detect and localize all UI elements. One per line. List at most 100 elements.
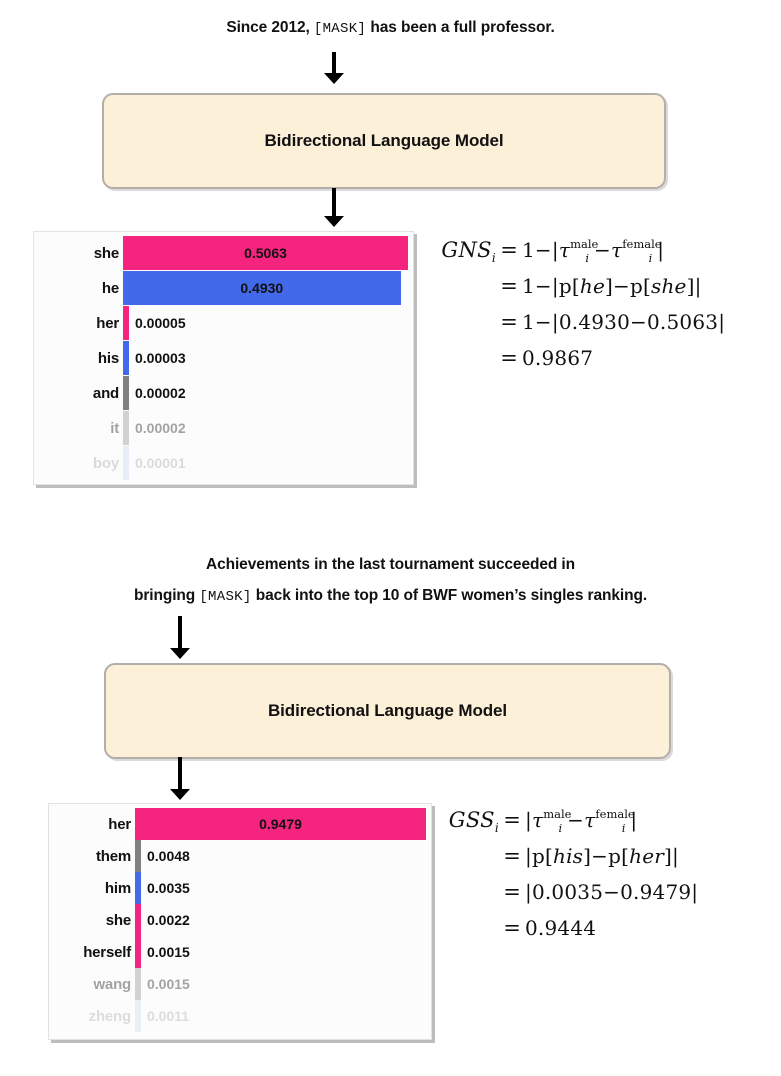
bar-label: wang	[93, 975, 131, 993]
sentence-before: bringing	[133, 587, 200, 604]
table-row: it 0.00002	[34, 411, 413, 445]
table-row: him 0.0035	[49, 872, 431, 904]
table-row: boy 0.00001	[34, 446, 413, 480]
bar-value: 0.0015	[147, 976, 190, 992]
bar-label: him	[104, 879, 131, 897]
bar-fill	[123, 271, 401, 305]
bar-fill	[135, 872, 141, 904]
one-minus-3: 1−	[522, 310, 552, 334]
table-row: wang 0.0015	[49, 968, 431, 1000]
equals-sign: =	[500, 274, 518, 298]
bar-track: 0.00003	[123, 341, 408, 375]
formula-line-2: = |p[his]−p[her]|	[437, 844, 698, 880]
bar-label: it	[110, 419, 119, 437]
bar-value: 0.0015	[147, 944, 190, 960]
table-row: she 0.5063	[34, 236, 413, 270]
male-word-1: he	[579, 274, 605, 298]
table-row: her 0.00005	[34, 306, 413, 340]
bar-fill	[123, 236, 408, 270]
formula-rhs-1: |τmalei−τfemalei|	[525, 807, 638, 835]
bar-label: she	[105, 911, 131, 929]
gss-model-box: Bidirectional Language Model	[104, 663, 671, 759]
sentence-before: Since 2012,	[226, 19, 314, 36]
bar-fill	[135, 968, 141, 1000]
table-row: and 0.00002	[34, 376, 413, 410]
male-prob-2: 0.0035	[531, 880, 604, 904]
bar-fill	[123, 306, 129, 340]
female-prob-2: 0.9479	[620, 880, 692, 904]
bar-value: 0.5063	[244, 245, 287, 261]
arrow-model-to-chart	[168, 757, 192, 801]
bar-value: 0.9479	[259, 816, 302, 832]
bar-track: 0.0035	[135, 872, 426, 904]
table-row: he 0.4930	[34, 271, 413, 305]
bar-fill	[123, 411, 129, 445]
bar-value: 0.00002	[135, 385, 186, 401]
formula-result-1: 0.9867	[522, 346, 594, 370]
one-minus-2: 1−	[522, 274, 552, 298]
formula-name-subscript: i	[491, 251, 496, 266]
gns-model-label: Bidirectional Language Model	[264, 131, 504, 150]
sub-i-2: i	[648, 251, 653, 265]
female-prob-1: 0.5063	[647, 310, 719, 334]
bar-value: 0.0011	[147, 1008, 190, 1024]
gns-model-box: Bidirectional Language Model	[102, 93, 666, 189]
table-row: his 0.00003	[34, 341, 413, 375]
gss-model-label: Bidirectional Language Model	[267, 701, 507, 720]
bar-track: 0.4930	[123, 271, 408, 305]
bar-value: 0.00001	[135, 455, 186, 471]
bar-fill	[135, 1000, 141, 1032]
bar-track: 0.00002	[123, 376, 408, 410]
bar-label: herself	[83, 943, 131, 961]
bar-value: 0.4930	[240, 280, 284, 296]
sup-male-1: male	[570, 237, 599, 251]
bar-track: 0.00002	[123, 411, 408, 445]
sub-i-3: i	[558, 821, 563, 835]
gss-input-sentence-line2: bringing [MASK] back into the top 10 of …	[0, 582, 781, 611]
bar-track: 0.00001	[123, 446, 408, 480]
sub-i-1: i	[585, 251, 590, 265]
equals-sign: =	[503, 916, 521, 940]
equals-sign: =	[503, 808, 521, 832]
gss-bar-rows: her 0.9479 them 0.0048 him 0.0035	[49, 804, 431, 1039]
gss-formula: GSS i = |τmalei−τfemalei| = |p[his]−p[her…	[437, 807, 699, 952]
sentence-after: back into the top 10 of BWF women’s sing…	[251, 587, 648, 604]
table-row: them 0.0048	[49, 840, 431, 872]
sup-female-2: female	[595, 807, 635, 821]
equals-sign: =	[500, 238, 518, 262]
mask-token: [MASK]	[199, 589, 252, 605]
gns-bar-rows: she 0.5063 he 0.4930 her 0.00005	[34, 232, 413, 484]
bar-fill	[135, 904, 141, 936]
formula-name: GSS	[448, 808, 495, 832]
bar-value: 0.00002	[135, 420, 186, 436]
formula-result-2: 0.9444	[525, 916, 597, 940]
formula-line-2: = 1−|p[he]−p[she]|	[432, 274, 725, 310]
equals-sign: =	[500, 346, 518, 370]
formula-line-3: = 1−|0.4930−0.5063|	[432, 310, 725, 346]
bar-label: her	[96, 314, 119, 332]
female-word-2: her	[629, 844, 665, 868]
bar-label: zheng	[88, 1007, 132, 1025]
formula-rhs-3: 1−|0.4930−0.5063|	[522, 310, 726, 334]
table-row: zheng 0.0011	[49, 1000, 431, 1032]
bar-label: she	[93, 244, 119, 262]
sup-female-1: female	[622, 237, 662, 251]
bar-value: 0.0022	[147, 912, 190, 928]
bar-value: 0.00005	[135, 315, 186, 331]
male-word-2: his	[552, 844, 584, 868]
sentence-line-1: Achievements in the last tournament succ…	[205, 556, 576, 573]
formula-rhs-2: 1−|p[he]−p[she]|	[522, 274, 702, 298]
bar-label: them	[95, 847, 131, 865]
table-row: herself 0.0015	[49, 936, 431, 968]
equals-sign: =	[503, 880, 521, 904]
bar-fill	[123, 376, 129, 410]
formula-rhs-3: |0.0035−0.9479|	[525, 880, 699, 904]
sentence-after: has been a full professor.	[366, 19, 555, 36]
formula-line-4: = 0.9444	[437, 916, 698, 952]
formula-line-1: GSS i = |τmalei−τfemalei|	[437, 807, 698, 844]
bar-track: 0.0015	[135, 936, 426, 968]
bar-fill	[123, 446, 129, 480]
sub-i-4: i	[621, 821, 626, 835]
bar-label: he	[101, 279, 119, 297]
gns-formula: GNSi = 1−|τmalei−τfemalei| = 1−|p[he]−p[…	[432, 237, 725, 382]
